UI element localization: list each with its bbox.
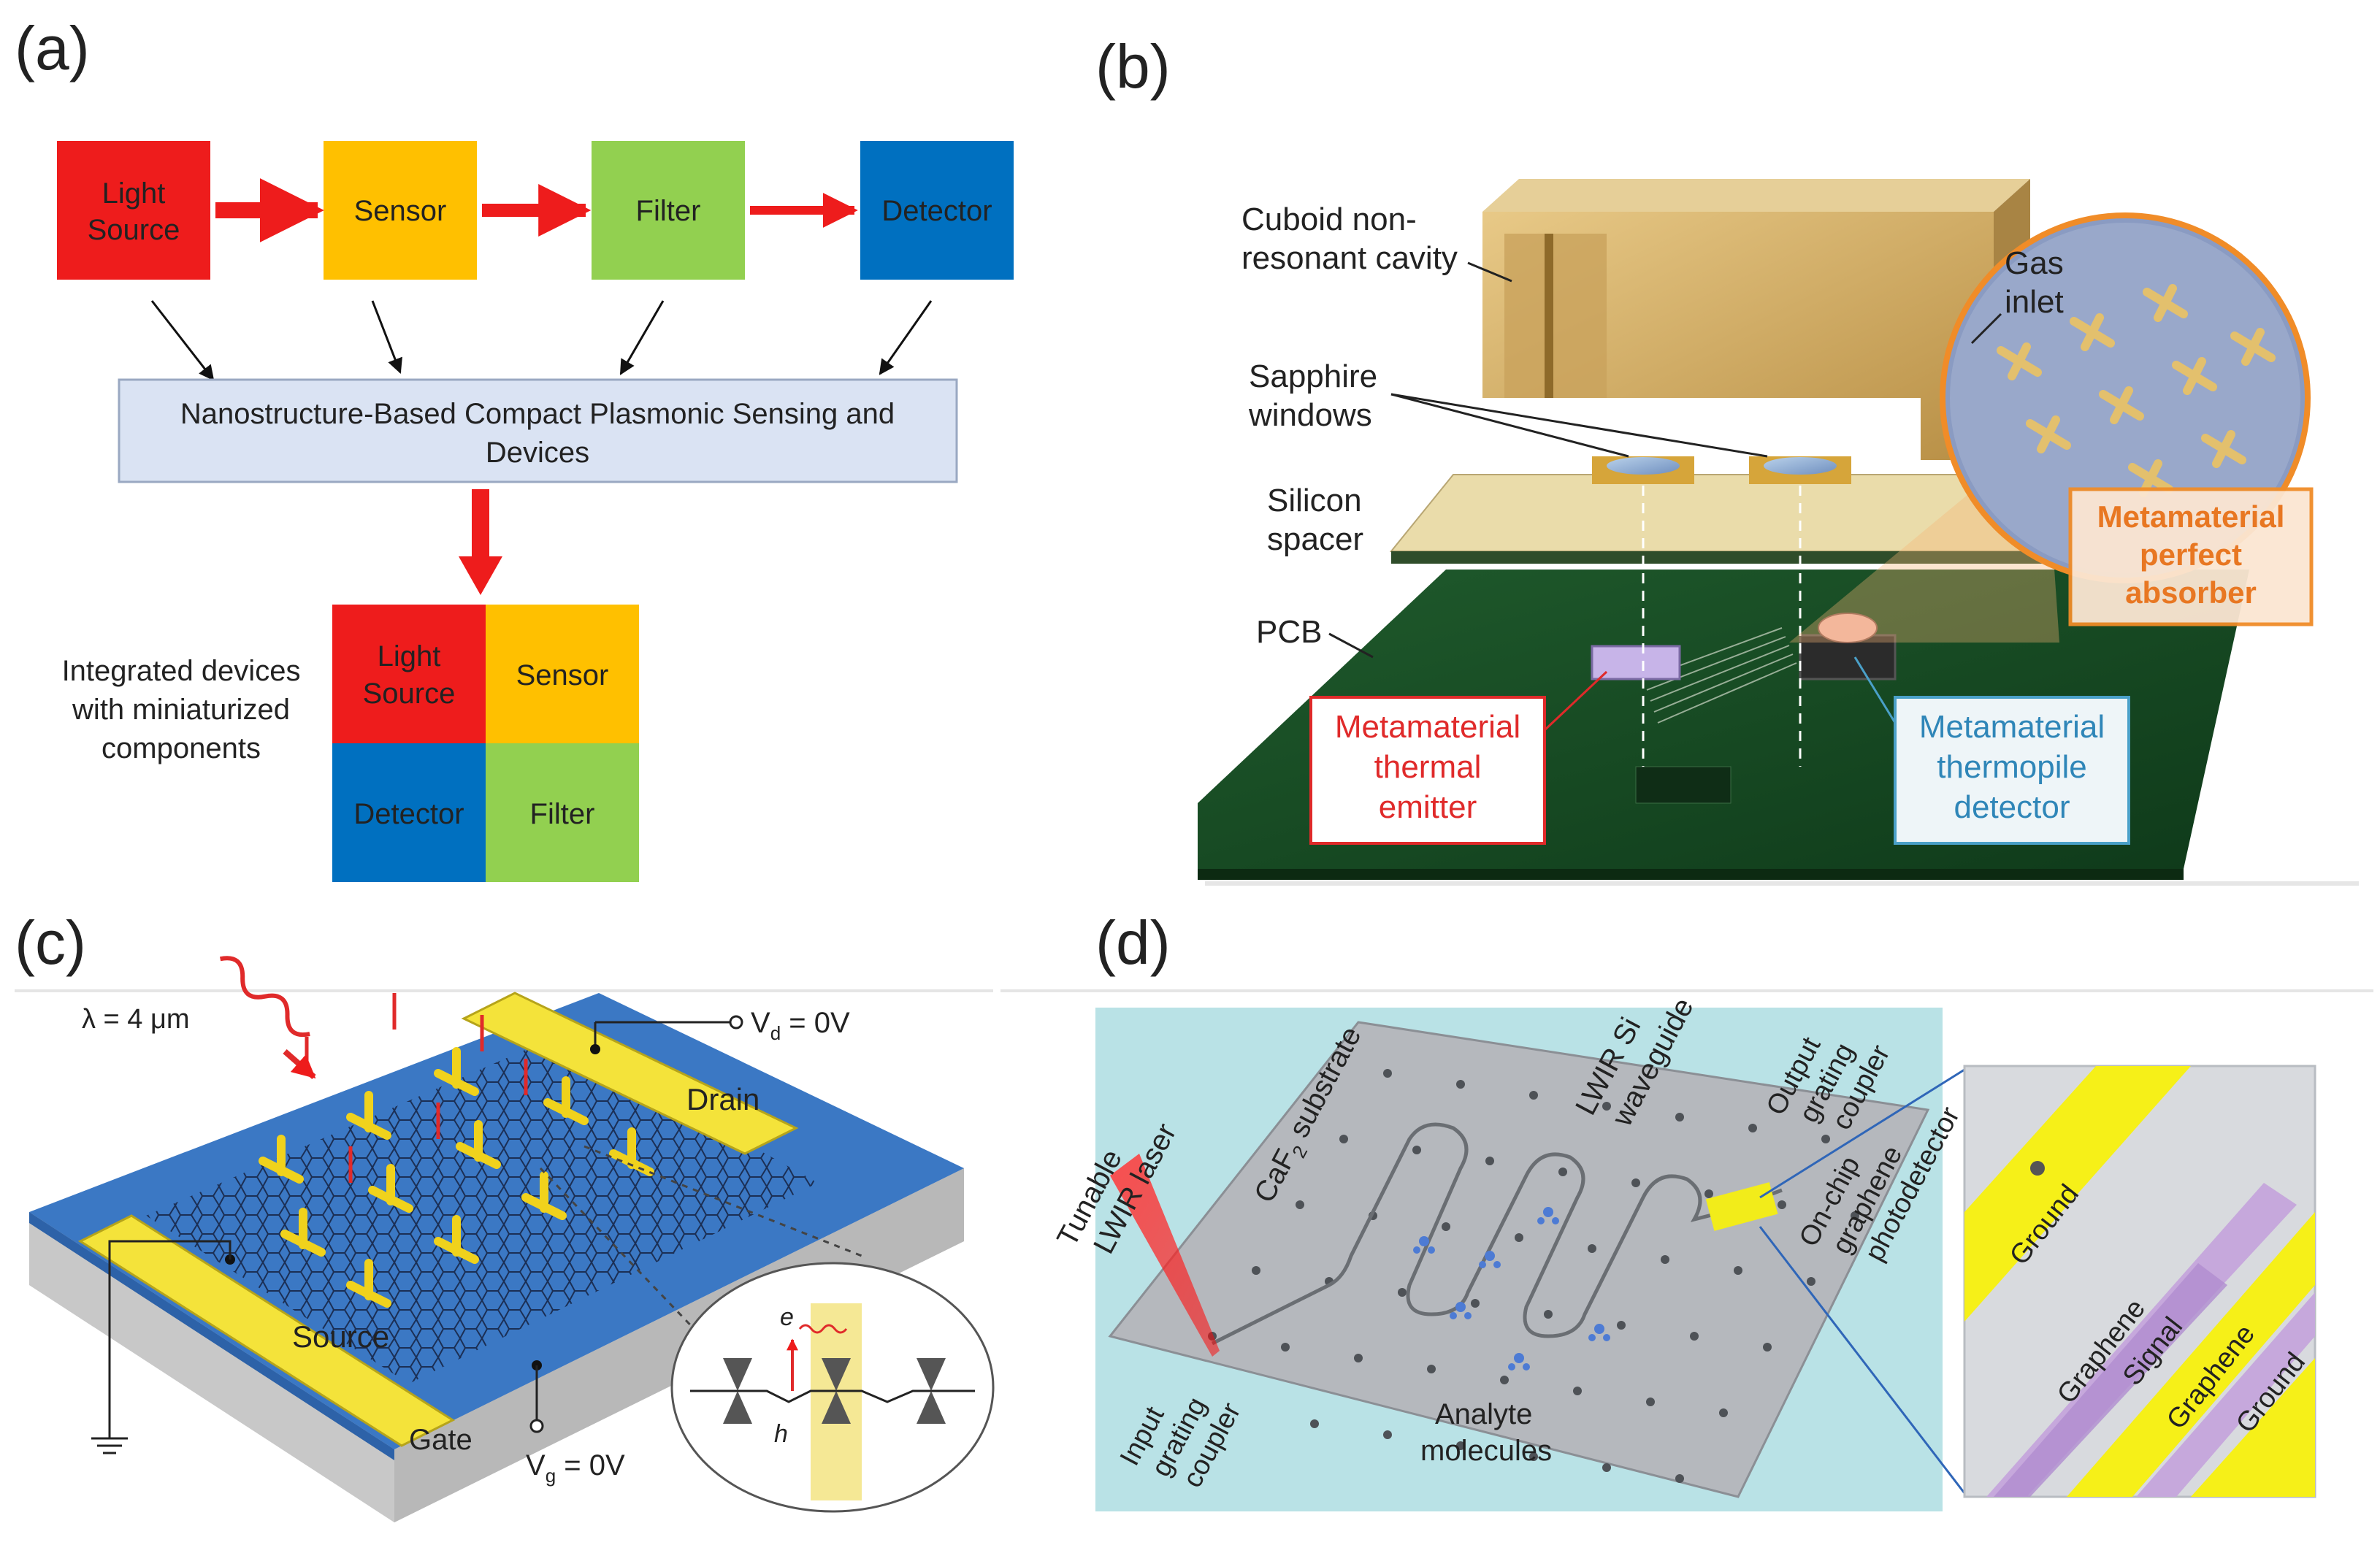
pcb-label: PCB xyxy=(1256,614,1322,650)
thermopile-label-3: detector xyxy=(1954,789,2070,825)
panel-b-label: (b) xyxy=(1095,32,1171,101)
analyte-molecules xyxy=(1413,1207,1610,1370)
laser-beam xyxy=(1110,1154,1220,1357)
sensor-label: Sensor xyxy=(354,195,447,227)
absorber-label-2: perfect xyxy=(2140,537,2242,572)
emitter-label-2: thermal xyxy=(1374,749,1482,785)
absorber-label-3: absorber xyxy=(2125,575,2257,610)
arrow-light-to-box xyxy=(150,300,215,381)
panel-a-label: (a) xyxy=(15,14,90,83)
wavelength-label: λ = 4 μm xyxy=(82,1004,190,1035)
panel-d: (d) Tunable LWIR las xyxy=(1000,908,2373,1511)
gate-side-left xyxy=(29,1212,394,1522)
thermal-emitter-chip xyxy=(1591,645,1681,681)
panel-c-label: (c) xyxy=(15,908,86,977)
thermopile-label-1: Metamaterial xyxy=(1919,709,2105,745)
arrow-detector-to-box xyxy=(879,300,933,375)
source-label: Source xyxy=(292,1319,389,1354)
analyte-label-2: molecules xyxy=(1420,1435,1552,1467)
emitter-callout-box xyxy=(1309,696,1546,845)
grid-sensor-label: Sensor xyxy=(516,659,609,691)
grid-filter-label: Filter xyxy=(530,798,595,830)
source-electrode xyxy=(77,1214,456,1447)
electrode-inset: Ground Graphene Signal Graphene Ground xyxy=(1963,1065,2316,1498)
nanostructure-label-1: Nanostructure-Based Compact Plasmonic Se… xyxy=(180,398,895,430)
nanostructure-label-2: Devices xyxy=(486,437,589,469)
detector-label: Detector xyxy=(881,195,992,227)
drain-label: Drain xyxy=(686,1082,759,1116)
emitter-label-3: emitter xyxy=(1379,789,1477,825)
cavity-label-1: Cuboid non- xyxy=(1241,202,1417,237)
absorber-crosses xyxy=(1997,284,2276,497)
emitter-label-1: Metamaterial xyxy=(1335,709,1520,745)
light-source-label-2: Source xyxy=(88,214,180,246)
nanostructure-box xyxy=(118,378,958,483)
absorber-callout-box xyxy=(2068,487,2314,626)
grid-light-label-2: Source xyxy=(363,678,456,710)
panel-d-label: (d) xyxy=(1095,908,1171,977)
cavity-front xyxy=(1482,212,1994,460)
si-waveguide xyxy=(1211,1122,1783,1346)
filter-box xyxy=(592,141,745,280)
light-source-label-1: Light xyxy=(102,177,166,210)
electron-label: e xyxy=(780,1303,794,1331)
drain-electrode xyxy=(461,992,799,1155)
spacer-label-1: Silicon xyxy=(1267,483,1362,518)
integrated-label-1: Integrated devices xyxy=(62,655,301,687)
integrated-label-2: with miniaturized xyxy=(72,694,290,726)
grid-filter xyxy=(486,743,639,882)
light-source-box xyxy=(57,141,210,280)
detector-callout-box xyxy=(1894,696,2130,845)
sensor-box xyxy=(324,141,477,280)
panel-a: (a) Light Source Sensor Filter Detector … xyxy=(15,14,1014,882)
incident-light-wave xyxy=(219,956,310,1038)
filter-label: Filter xyxy=(636,195,701,227)
analyte-label-1: Analyte xyxy=(1435,1398,1532,1430)
windows-label-2: windows xyxy=(1248,397,1372,433)
integrated-label-3: components xyxy=(102,732,261,764)
grid-detector xyxy=(332,743,486,882)
panel-b: (b) xyxy=(1095,32,2359,886)
signal-electrode xyxy=(2067,1212,2315,1497)
antenna-array xyxy=(259,1047,654,1308)
ground-electrode-right xyxy=(2191,1358,2315,1497)
arrow-filter-to-box xyxy=(619,300,665,375)
gate-side-right xyxy=(394,1168,964,1522)
absorber-label-1: Metamaterial xyxy=(2097,499,2285,534)
detector-box xyxy=(860,141,1014,280)
down-arrow-head xyxy=(459,556,502,595)
cavity-label-2: resonant cavity xyxy=(1241,240,1458,276)
arrow-sensor-to-box xyxy=(371,300,402,374)
grid-light-label-1: Light xyxy=(378,640,441,672)
hole-label: h xyxy=(774,1420,788,1448)
panel-c: (c) xyxy=(15,908,995,1522)
cavity-top xyxy=(1482,179,2030,212)
spacer-label-2: spacer xyxy=(1267,521,1363,557)
vg-label: Vg = 0V xyxy=(526,1449,625,1487)
thermopile-label-2: thermopile xyxy=(1937,749,2086,785)
graphene-sheet xyxy=(146,1037,818,1384)
grid-detector-label: Detector xyxy=(353,798,464,830)
caf2-chip xyxy=(1108,1021,1930,1498)
gas-inlet-label-1: Gas xyxy=(2005,245,2064,281)
windows-label-1: Sapphire xyxy=(1249,359,1377,394)
grid-light-source xyxy=(332,605,486,743)
dirac-cones xyxy=(723,1358,946,1424)
ground-electrode-left xyxy=(1964,1066,2191,1322)
on-chip-photodetector xyxy=(1705,1182,1778,1231)
grid-sensor xyxy=(486,605,639,743)
down-arrow-shaft xyxy=(472,489,489,559)
vd-label: Vd = 0V xyxy=(751,1007,850,1044)
gate-label: Gate xyxy=(409,1424,472,1456)
gas-inlet-label-2: inlet xyxy=(2005,284,2064,320)
graphene-strip-2 xyxy=(2136,1292,2315,1497)
